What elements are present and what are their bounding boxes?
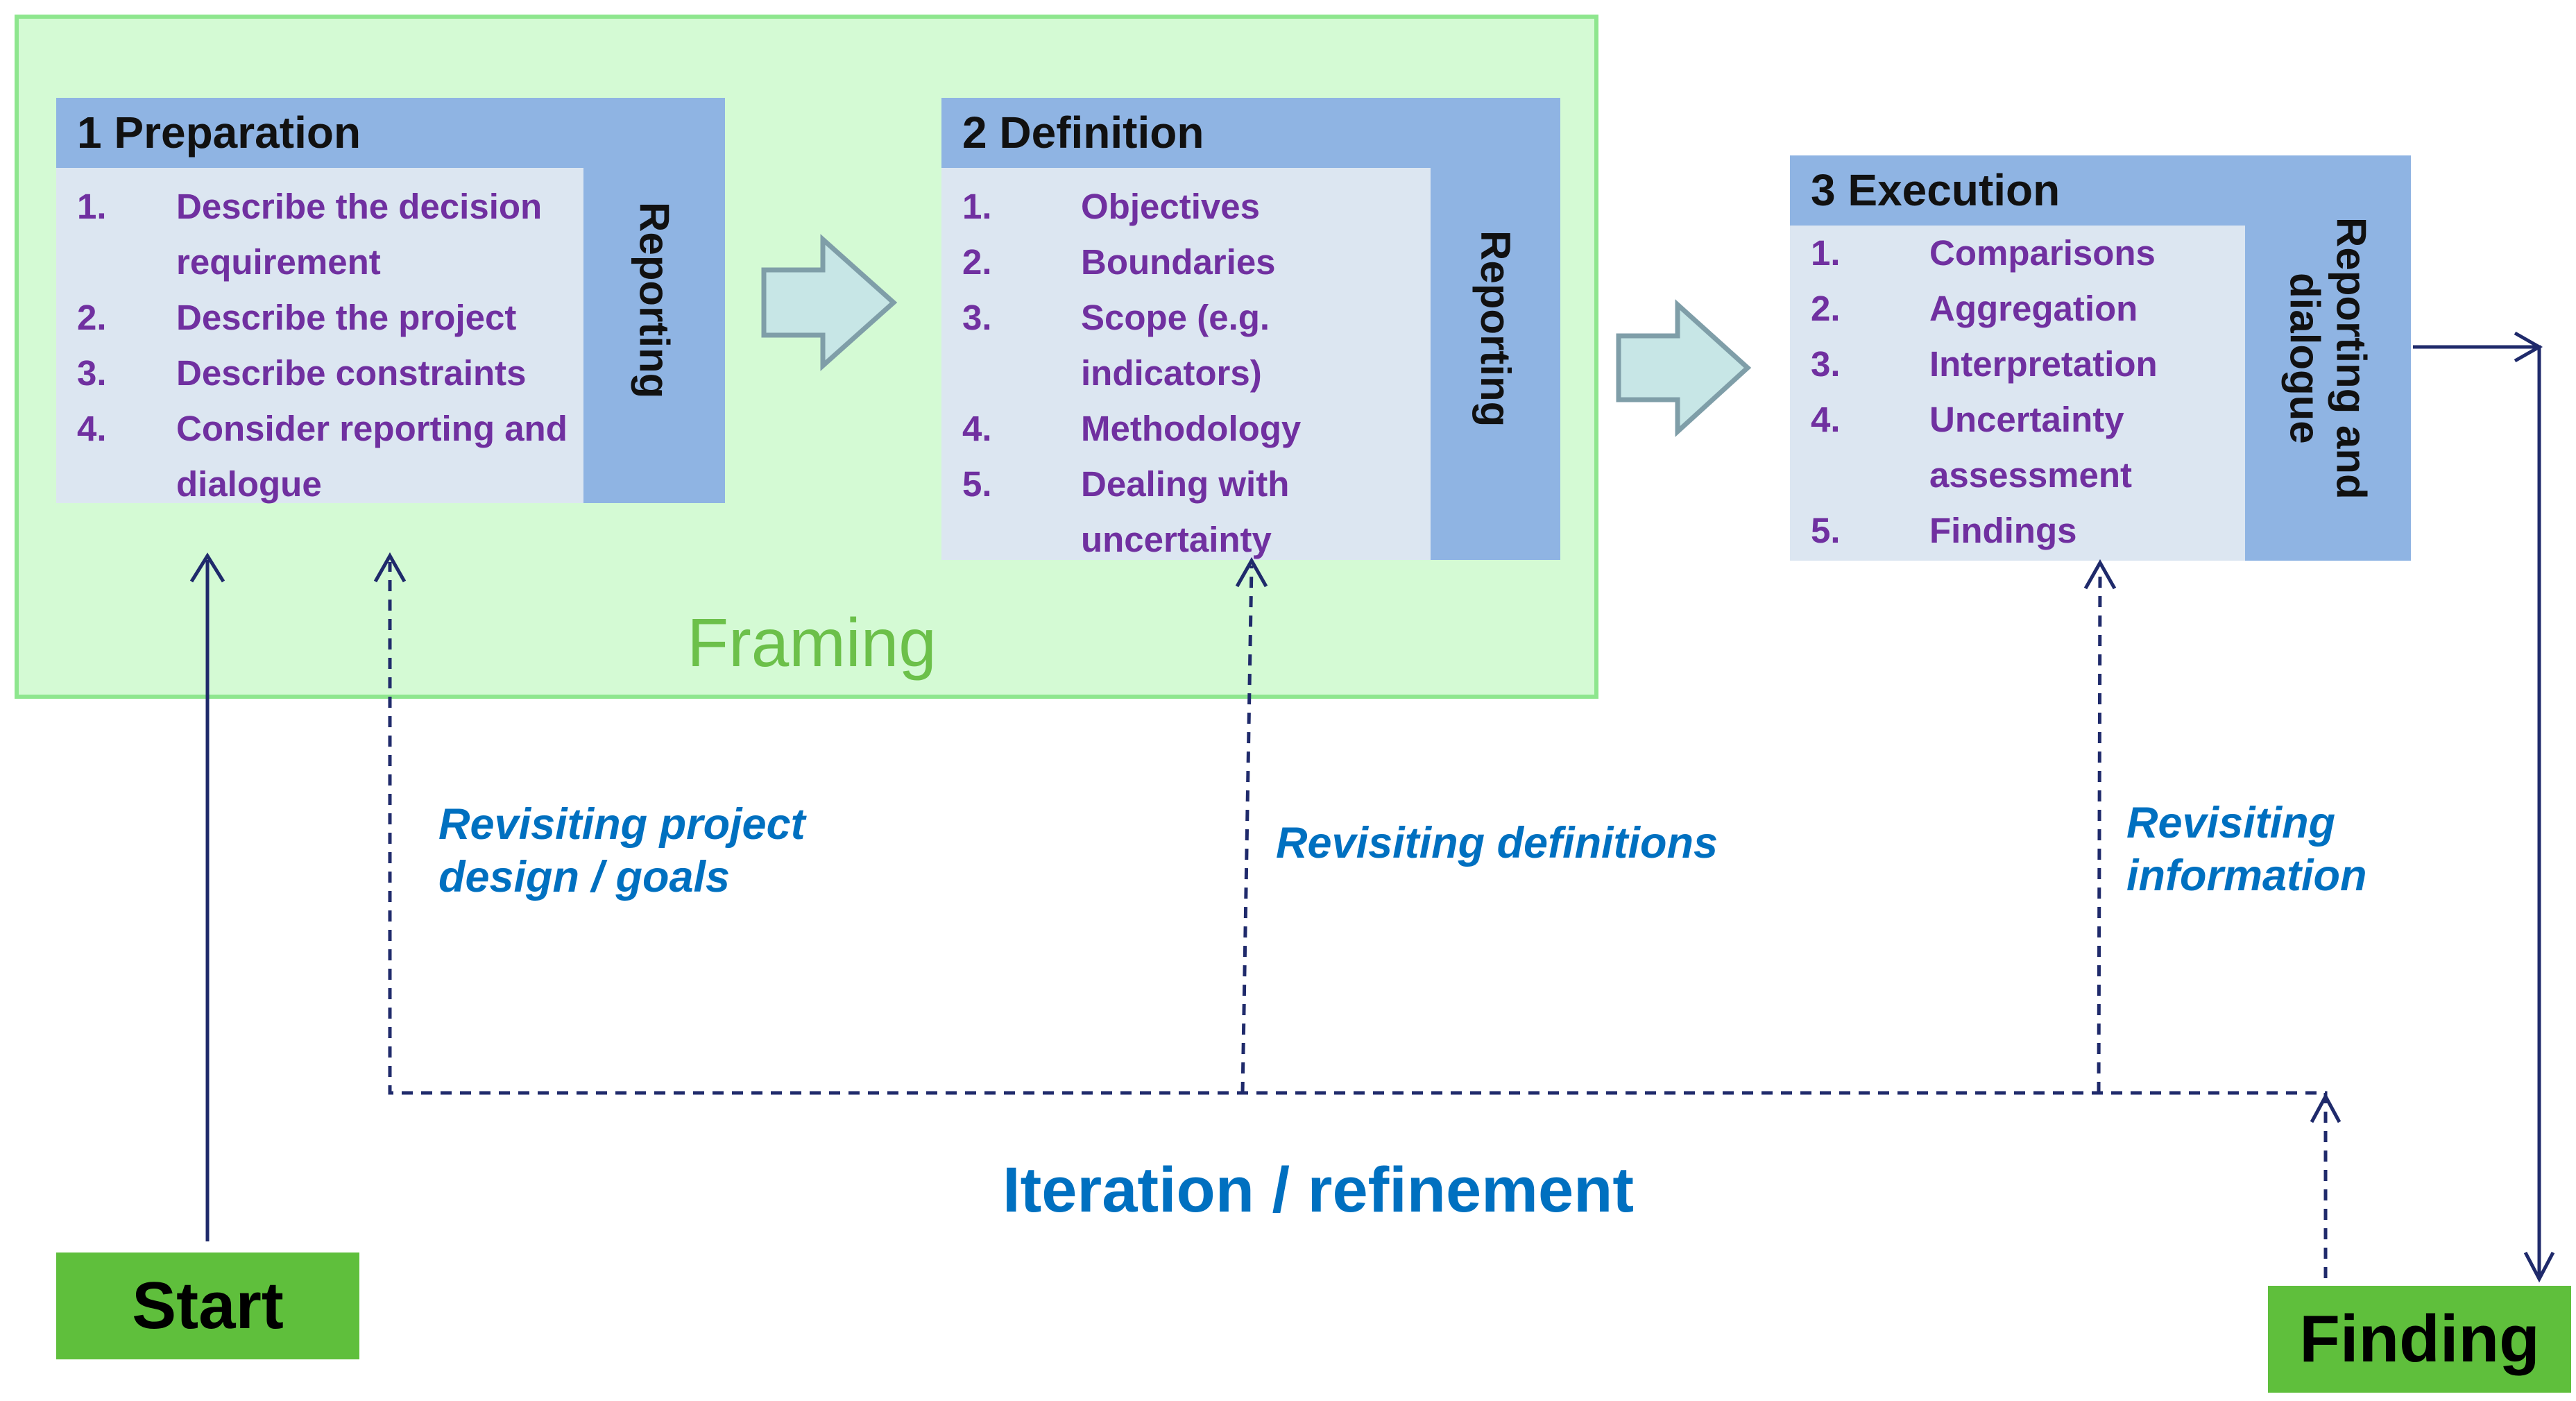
item-number: 3. <box>1811 344 1841 384</box>
item-number: 2. <box>1811 289 1841 328</box>
label-revisiting-definitions: Revisiting definitions <box>1276 819 1718 867</box>
item-number: 2. <box>77 298 107 337</box>
item-text: Scope (e.g. <box>1081 298 1270 337</box>
stage-body: 1. Objectives 2. Boundaries 3. Scope (e.… <box>941 168 1431 560</box>
stage-preparation: 1 Preparation 1. Describe the decision r… <box>56 98 725 504</box>
feedback-arrow-head <box>373 552 407 583</box>
stage-title: 1 Preparation <box>77 108 361 158</box>
item-number: 5. <box>962 464 992 504</box>
item-text: Describe constraints <box>176 353 527 393</box>
item-text: indicators) <box>1081 353 1262 393</box>
feedback-branch-information <box>2097 568 2102 1094</box>
item-number: 4. <box>1811 400 1841 439</box>
start-box: Start <box>56 1253 359 1359</box>
label-line: design / goals <box>438 853 731 901</box>
item-text: Boundaries <box>1081 242 1276 282</box>
feedback-arrow-head <box>2083 559 2117 590</box>
feedback-arrow-head <box>2310 1092 2342 1123</box>
finding-arrow-head <box>2523 1251 2555 1283</box>
block-arrow-1-to-2 <box>761 234 898 371</box>
item-text: assessment <box>1929 455 2133 495</box>
item-text: uncertainty <box>1081 520 1272 559</box>
item-text: Describe the decision <box>176 187 543 226</box>
item-number: 4. <box>77 409 107 448</box>
item-number: 3. <box>962 298 992 337</box>
item-number: 1. <box>962 187 992 226</box>
block-arrow-2-to-3 <box>1616 299 1752 437</box>
iteration-label: Iteration / refinement <box>1003 1155 1634 1225</box>
finding-arrow-line <box>2413 345 2541 1276</box>
item-number: 1. <box>77 187 107 226</box>
item-text: Uncertainty <box>1929 400 2124 439</box>
side-label-reporting-and-dialogue: Reporting and dialogue <box>2281 216 2375 500</box>
finding-arrow-head <box>2514 331 2543 363</box>
item-number: 3. <box>77 353 107 393</box>
item-text: dialogue <box>176 464 322 504</box>
stage-body: 1. Comparisons 2. Aggregation 3. Interpr… <box>1790 226 2245 561</box>
stage-title: 2 Definition <box>962 108 1204 158</box>
item-text: Consider reporting and <box>176 409 568 448</box>
label-line: information <box>2126 851 2367 900</box>
side-label-reporting: Reporting <box>1472 230 1519 427</box>
feedback-branch-definitions <box>1240 565 1254 1094</box>
start-arrow-head <box>189 552 225 583</box>
item-text: Methodology <box>1081 409 1302 448</box>
side-label-reporting: Reporting <box>631 202 678 399</box>
label-line: Revisiting <box>2126 799 2336 847</box>
item-text: Dealing with <box>1081 464 1290 504</box>
label-line: Revisiting project <box>438 800 805 849</box>
item-text: Findings <box>1929 511 2077 550</box>
item-text: Describe the project <box>176 298 517 337</box>
item-text: Comparisons <box>1929 233 2156 273</box>
stage-title: 3 Execution <box>1811 165 2061 215</box>
stage-body: 1. Describe the decision requirement 2. … <box>56 168 583 504</box>
item-number: 1. <box>1811 233 1841 273</box>
item-number: 4. <box>962 409 992 448</box>
stage-execution: 3 Execution 1. Comparisons 2. Aggregatio… <box>1790 155 2411 561</box>
feedback-arrow-head <box>1235 557 1268 588</box>
item-text: requirement <box>176 242 381 282</box>
label-revisiting-project: Revisiting project design / goals <box>438 798 805 903</box>
finding-box: Finding <box>2268 1286 2571 1393</box>
item-number: 5. <box>1811 511 1841 550</box>
framing-label: Framing <box>687 604 937 681</box>
item-text: Objectives <box>1081 187 1260 226</box>
item-number: 2. <box>962 242 992 282</box>
label-revisiting-information: Revisiting information <box>2126 797 2366 902</box>
feedback-loop-line <box>388 562 2328 1278</box>
stage-definition: 2 Definition 1. Objectives 2. Boundaries… <box>941 98 1560 560</box>
item-text: Interpretation <box>1929 344 2158 384</box>
item-text: Aggregation <box>1929 289 2138 328</box>
